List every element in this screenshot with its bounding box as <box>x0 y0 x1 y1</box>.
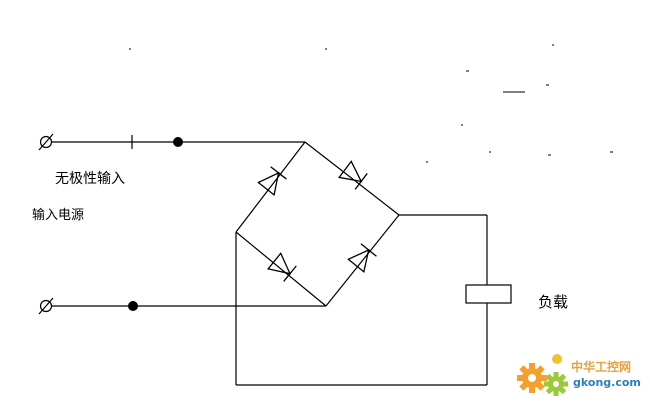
watermark-logo <box>517 354 568 396</box>
orange-gear-icon <box>517 363 547 393</box>
junction-dot-bottom <box>128 301 138 311</box>
diode-2 <box>338 160 368 191</box>
input-terminal-1 <box>38 133 54 151</box>
input-nonpolar-label: 无极性输入 <box>55 171 125 187</box>
diode-3 <box>267 252 297 283</box>
input-terminal-2 <box>38 297 54 315</box>
watermark-title: 中华工控网 <box>571 360 632 374</box>
junction-dot-top <box>173 137 183 147</box>
output-circuit <box>235 214 488 386</box>
yellow-gear-dot <box>552 354 562 364</box>
green-gear-icon <box>544 372 568 396</box>
bridge-rectifier <box>235 141 400 307</box>
load-label: 负载 <box>538 293 569 311</box>
scan-artifacts <box>129 44 613 163</box>
load-resistor <box>465 284 512 304</box>
watermark-domain: gkong.com <box>573 376 641 389</box>
input-power-label: 输入电源 <box>32 208 85 223</box>
